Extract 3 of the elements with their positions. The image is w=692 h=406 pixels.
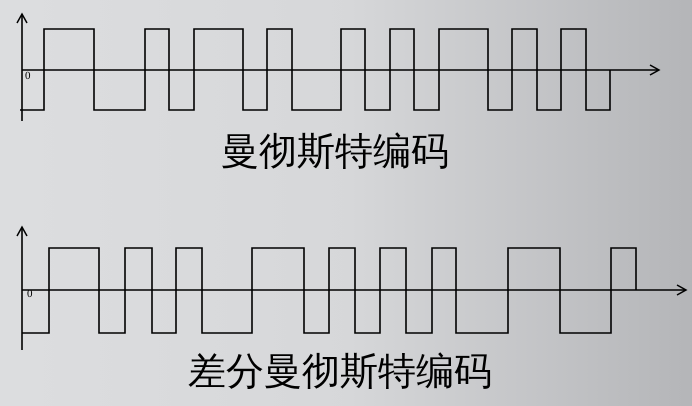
axis-origin-label: 0 (25, 71, 30, 82)
waveform-caption: 曼彻斯特编码 (220, 132, 450, 170)
waveform-caption: 差分曼彻斯特编码 (187, 352, 493, 390)
